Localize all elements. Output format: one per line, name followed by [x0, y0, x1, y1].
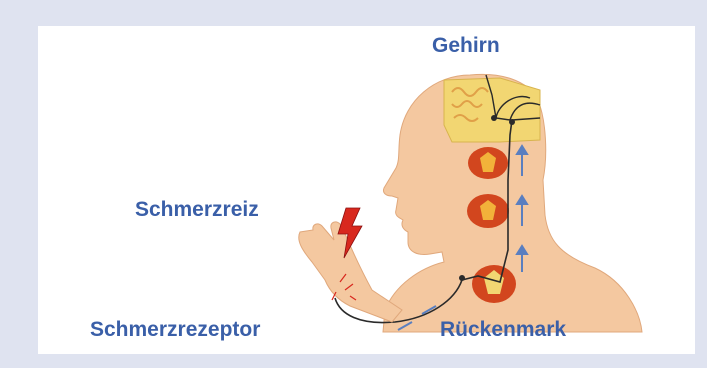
synapse-spinal: [459, 275, 465, 281]
label-pain-receptor: Schmerzrezeptor: [90, 319, 260, 340]
label-brain: Gehirn: [432, 35, 500, 56]
label-pain-stimulus: Schmerzreiz: [135, 199, 259, 220]
spinal-segment-upper: [468, 147, 508, 179]
synapse-brain-1: [491, 115, 497, 121]
label-spinal-cord: Rückenmark: [440, 319, 566, 340]
synapse-brain-2: [509, 119, 515, 125]
spinal-segment-middle: [467, 194, 509, 228]
spinal-segment-lower: [472, 265, 516, 303]
